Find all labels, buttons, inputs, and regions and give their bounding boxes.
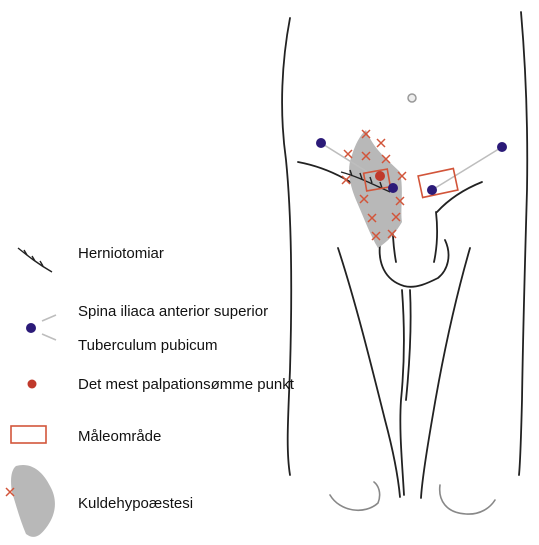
genital-shaft-right	[434, 212, 437, 262]
body-outline	[282, 12, 527, 514]
legend-label-herniotomy: Herniotomiar	[78, 245, 164, 263]
genital-outline	[380, 240, 449, 287]
legend-label-tuberculum: Tuberculum pubicum	[78, 337, 218, 355]
legend-herniotomy-symbol	[18, 248, 52, 272]
spina-right-dot	[497, 142, 507, 152]
genital-center	[400, 290, 404, 495]
right-inguinal-crease	[437, 182, 482, 212]
inner-leg-right	[421, 248, 470, 498]
legend-label-spina: Spina iliaca anterior superior	[78, 303, 268, 321]
tuberculum-right-dot	[427, 185, 437, 195]
right-knee	[440, 485, 495, 514]
legend-label-cold-hypo: Kuldehypoæstesi	[78, 495, 193, 513]
legend-landmark-symbol	[26, 315, 56, 340]
tuberculum-left-dot	[388, 183, 398, 193]
left-flank-outline	[282, 18, 291, 475]
inner-leg-left	[338, 248, 400, 497]
legend-tender-point-symbol	[28, 380, 37, 389]
measure-area-right	[418, 168, 458, 197]
legend-label-measure-area: Måleområde	[78, 428, 161, 446]
legend-cold-hypo-symbol	[6, 465, 55, 537]
legend-label-tender-point: Det mest palpationsømme punkt	[78, 376, 294, 394]
left-knee	[330, 482, 380, 510]
right-flank-outline	[519, 12, 527, 475]
navel	[408, 94, 416, 102]
legend-measure-area-symbol	[11, 426, 46, 443]
spina-left-dot	[316, 138, 326, 148]
genital-center-2	[406, 290, 411, 400]
tender-point-dot	[375, 171, 385, 181]
